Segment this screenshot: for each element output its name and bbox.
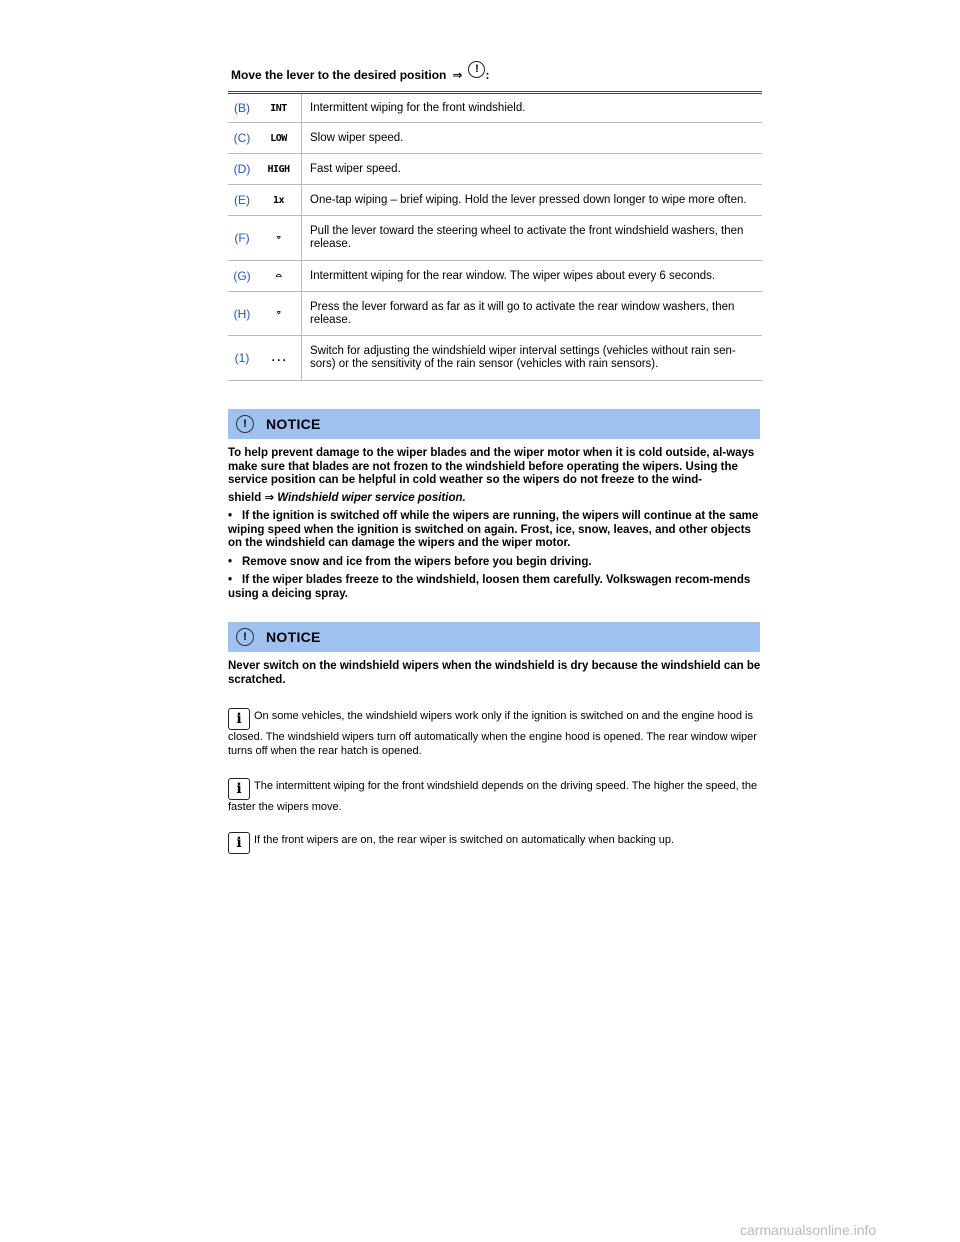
- position-description: Slow wiper speed.: [301, 122, 762, 154]
- position-description: Intermittent wiping for the front windsh…: [301, 92, 762, 123]
- position-description: Intermittent wiping for the rear window.…: [301, 260, 762, 292]
- notice-body: Never switch on the windshield wipers wh…: [228, 660, 761, 686]
- info-note: i If the front wipers are on, the rear wi…: [228, 832, 758, 854]
- notice-title: NOTICE: [266, 416, 321, 432]
- notice-title: NOTICE: [266, 629, 321, 645]
- position-description: Pull the lever toward the steering wheel…: [301, 215, 762, 261]
- table-row: (G) ⌓ Intermittent wiping for the rear w…: [228, 260, 762, 292]
- intro-text: Move the lever to the desired position: [231, 67, 447, 82]
- front-washer-icon: ⌔: [275, 232, 282, 244]
- warning-icon: !: [236, 415, 254, 433]
- position-description: Switch for adjusting the windshield wipe…: [301, 335, 762, 381]
- intro-line: Move the lever to the desired position ⇒…: [231, 61, 490, 83]
- high-icon: HIGH: [267, 163, 290, 175]
- list-item: •If the wiper blades freeze to the winds…: [228, 574, 751, 600]
- table-row: (E) 1x One-tap wiping – brief wiping. Ho…: [228, 184, 762, 216]
- intro-colon: :: [485, 67, 490, 82]
- notice-body-cont: shield ⇒ Windshield wiper service positi…: [228, 492, 762, 506]
- table-row: (1) ... Switch for adjusting the windshi…: [228, 335, 762, 381]
- position-key: (H): [228, 291, 256, 336]
- one-tap-icon: 1x: [272, 194, 285, 206]
- table-row: (C) LOW Slow wiper speed.: [228, 122, 762, 154]
- service-position-link[interactable]: Windshield wiper service position.: [277, 492, 466, 504]
- info-text: The intermittent wiping for the front wi…: [228, 780, 758, 813]
- table-row: (B) INT Intermittent wiping for the fron…: [228, 92, 762, 123]
- interval-switch-icon: ...: [270, 352, 287, 364]
- lever-positions-table: (B) INT Intermittent wiping for the fron…: [228, 91, 762, 381]
- bullet-text: Remove snow and ice from the wipers befo…: [242, 556, 592, 568]
- watermark: carmanualsonline.info: [740, 1222, 877, 1238]
- position-key: (E): [228, 184, 256, 216]
- int-icon: INT: [270, 102, 287, 114]
- notice-body-text: shield: [228, 492, 262, 504]
- position-key: (1): [228, 335, 256, 381]
- position-description: Fast wiper speed.: [301, 153, 762, 185]
- low-icon: LOW: [270, 132, 287, 144]
- info-icon: i: [228, 708, 250, 730]
- info-text: On some vehicles, the windshield wipers …: [228, 710, 757, 757]
- position-key: (C): [228, 122, 256, 154]
- notice-header: ! NOTICE: [228, 409, 760, 439]
- intro-arrow: ⇒: [452, 67, 463, 82]
- position-key: (F): [228, 215, 256, 261]
- info-icon: i: [228, 832, 250, 854]
- bullet-text: If the ignition is switched off while th…: [228, 510, 759, 549]
- notice-header: ! NOTICE: [228, 622, 760, 652]
- info-text: If the front wipers are on, the rear wip…: [254, 834, 675, 846]
- notice-body-text: To help prevent damage to the wiper blad…: [228, 447, 755, 486]
- warning-icon: !: [236, 628, 254, 646]
- rear-washer-icon: ⌔: [275, 308, 282, 319]
- table-row: (H) ⌔ Press the lever forward as far as …: [228, 291, 762, 336]
- list-item: •If the ignition is switched off while t…: [228, 510, 759, 549]
- position-key: (G): [228, 260, 256, 292]
- list-item: •Remove snow and ice from the wipers bef…: [228, 556, 592, 568]
- position-description: One-tap wiping – brief wiping. Hold the …: [301, 184, 762, 216]
- position-key: (B): [228, 92, 256, 123]
- link-arrow: ⇒: [264, 492, 275, 504]
- info-icon: i: [228, 778, 250, 800]
- warning-icon[interactable]: !: [468, 61, 486, 78]
- table-row: (F) ⌔ Pull the lever toward the steering…: [228, 215, 762, 261]
- table-row: (D) HIGH Fast wiper speed.: [228, 153, 762, 185]
- position-key: (D): [228, 153, 256, 185]
- rear-wiper-icon: ⌓: [275, 270, 282, 282]
- bullet-text: If the wiper blades freeze to the windsh…: [228, 574, 751, 600]
- notice-body: To help prevent damage to the wiper blad…: [228, 447, 762, 488]
- position-description: Press the lever forward as far as it wil…: [301, 291, 762, 336]
